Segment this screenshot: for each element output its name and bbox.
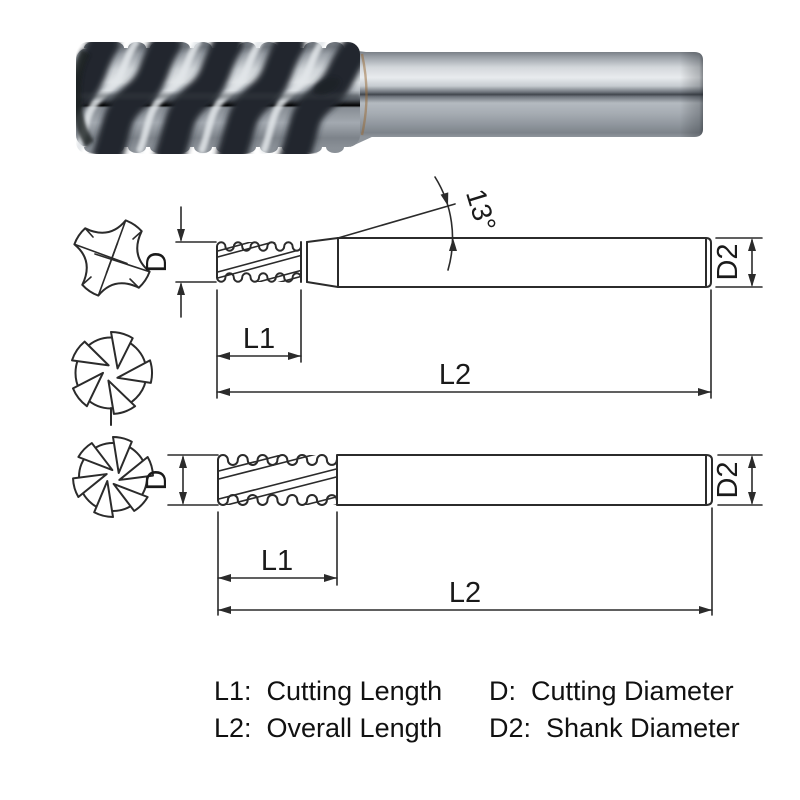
l2-arrow-right [698,388,711,396]
d2-ticks [715,237,763,288]
d-label: D [141,252,173,273]
flute-highlight [136,42,202,154]
l1-arrow-left [218,574,231,582]
d-arrow-bottom [177,282,185,295]
taper-extension-line [337,203,456,239]
drawing1-flute-end-band [300,241,308,283]
six-flute-blade [93,480,114,518]
five-flute-blade [71,338,115,373]
legend-d2: D2: Shank Diameter [489,713,740,743]
l1-label: L1 [261,545,293,577]
flute-tip-shadow [313,77,341,95]
four-flute-edges [73,219,151,297]
photo-flute-spirals [76,42,360,154]
side-view-drawing-1: 13° D L1 L2 [68,176,763,426]
drawing1-dim-l2: L2 [216,289,712,399]
drawing2-cutting-section [217,454,338,506]
legend-d: D: Cutting Diameter [489,676,734,706]
l2-arrow-left [217,388,230,396]
drawing1-neck-taper [306,237,339,288]
d2-ticks [717,454,763,506]
photo-braze-line [360,53,368,136]
drawing2-dim-l1: L1 [217,511,338,616]
l2-arrow-right [699,606,712,614]
five-flute-blade [114,359,158,394]
drawing1-cutting-section [216,237,339,288]
six-flute-end-view [67,436,159,518]
l2-label: L2 [439,359,471,391]
drawing2-dim-d2: D2 [712,454,763,506]
d2-label: D2 [712,461,744,498]
d2-arrow-top [748,238,756,251]
l1-extension-lines [216,289,302,399]
drawing2-shank [336,454,713,506]
flute-highlight [260,42,326,154]
d-ticks [175,241,217,283]
l2-arrow-left [218,606,231,614]
drawing1-shank [337,237,712,288]
drawing2-helix-lines [218,455,337,505]
d2-arrow-bottom [748,492,756,505]
drawing1-angle-dim: 13° [337,176,502,271]
drawing2-dim-d: D [141,454,219,506]
drawing2-dim-l2: L2 [217,507,713,616]
angle-arrow-bottom [449,238,457,251]
five-flute-blade [110,331,134,370]
d-arrow-top [177,229,185,242]
drawing2-bottom-serration [217,494,338,506]
flute-highlight [198,42,264,154]
angle-label: 13° [460,185,502,235]
five-flute-blade [95,375,137,420]
d-arrow-bottom [179,492,187,505]
l1-arrow-right [288,352,301,360]
d2-arrow-top [748,455,756,468]
five-flute-end-view [68,331,158,426]
photo-shank-end-shade [358,52,703,137]
flute-end-edge [76,49,95,147]
drawing1-dim-l1: L1 [216,289,302,399]
drawing2-top-serration [217,454,338,466]
d2-arrow-bottom [748,274,756,287]
flute-midline-shadow [76,93,360,99]
angle-arc [434,176,454,271]
d-arrow-top [179,455,187,468]
four-flute-end-view [73,219,151,297]
legend-l2: L2: Overall Length [214,713,443,743]
d-ticks [167,454,219,506]
drawing1-dim-d: D [141,206,217,318]
legend-l1: L1: Cutting Length [214,676,443,706]
l2-label: L2 [449,577,481,609]
d2-label: D2 [712,243,744,280]
side-view-drawing-2: D L1 L2 D2 [67,436,763,616]
l1-extension-lines [217,511,338,616]
six-flute-blade [112,436,133,474]
l1-arrow-right [324,574,337,582]
d-label: D [141,470,173,491]
l1-arrow-left [217,352,230,360]
drawing1-helix-lines [217,242,301,282]
endmill-photo [76,42,703,154]
drawing1-dim-d2: D2 [712,237,763,288]
l1-label: L1 [243,323,275,355]
flute-band [76,42,119,154]
